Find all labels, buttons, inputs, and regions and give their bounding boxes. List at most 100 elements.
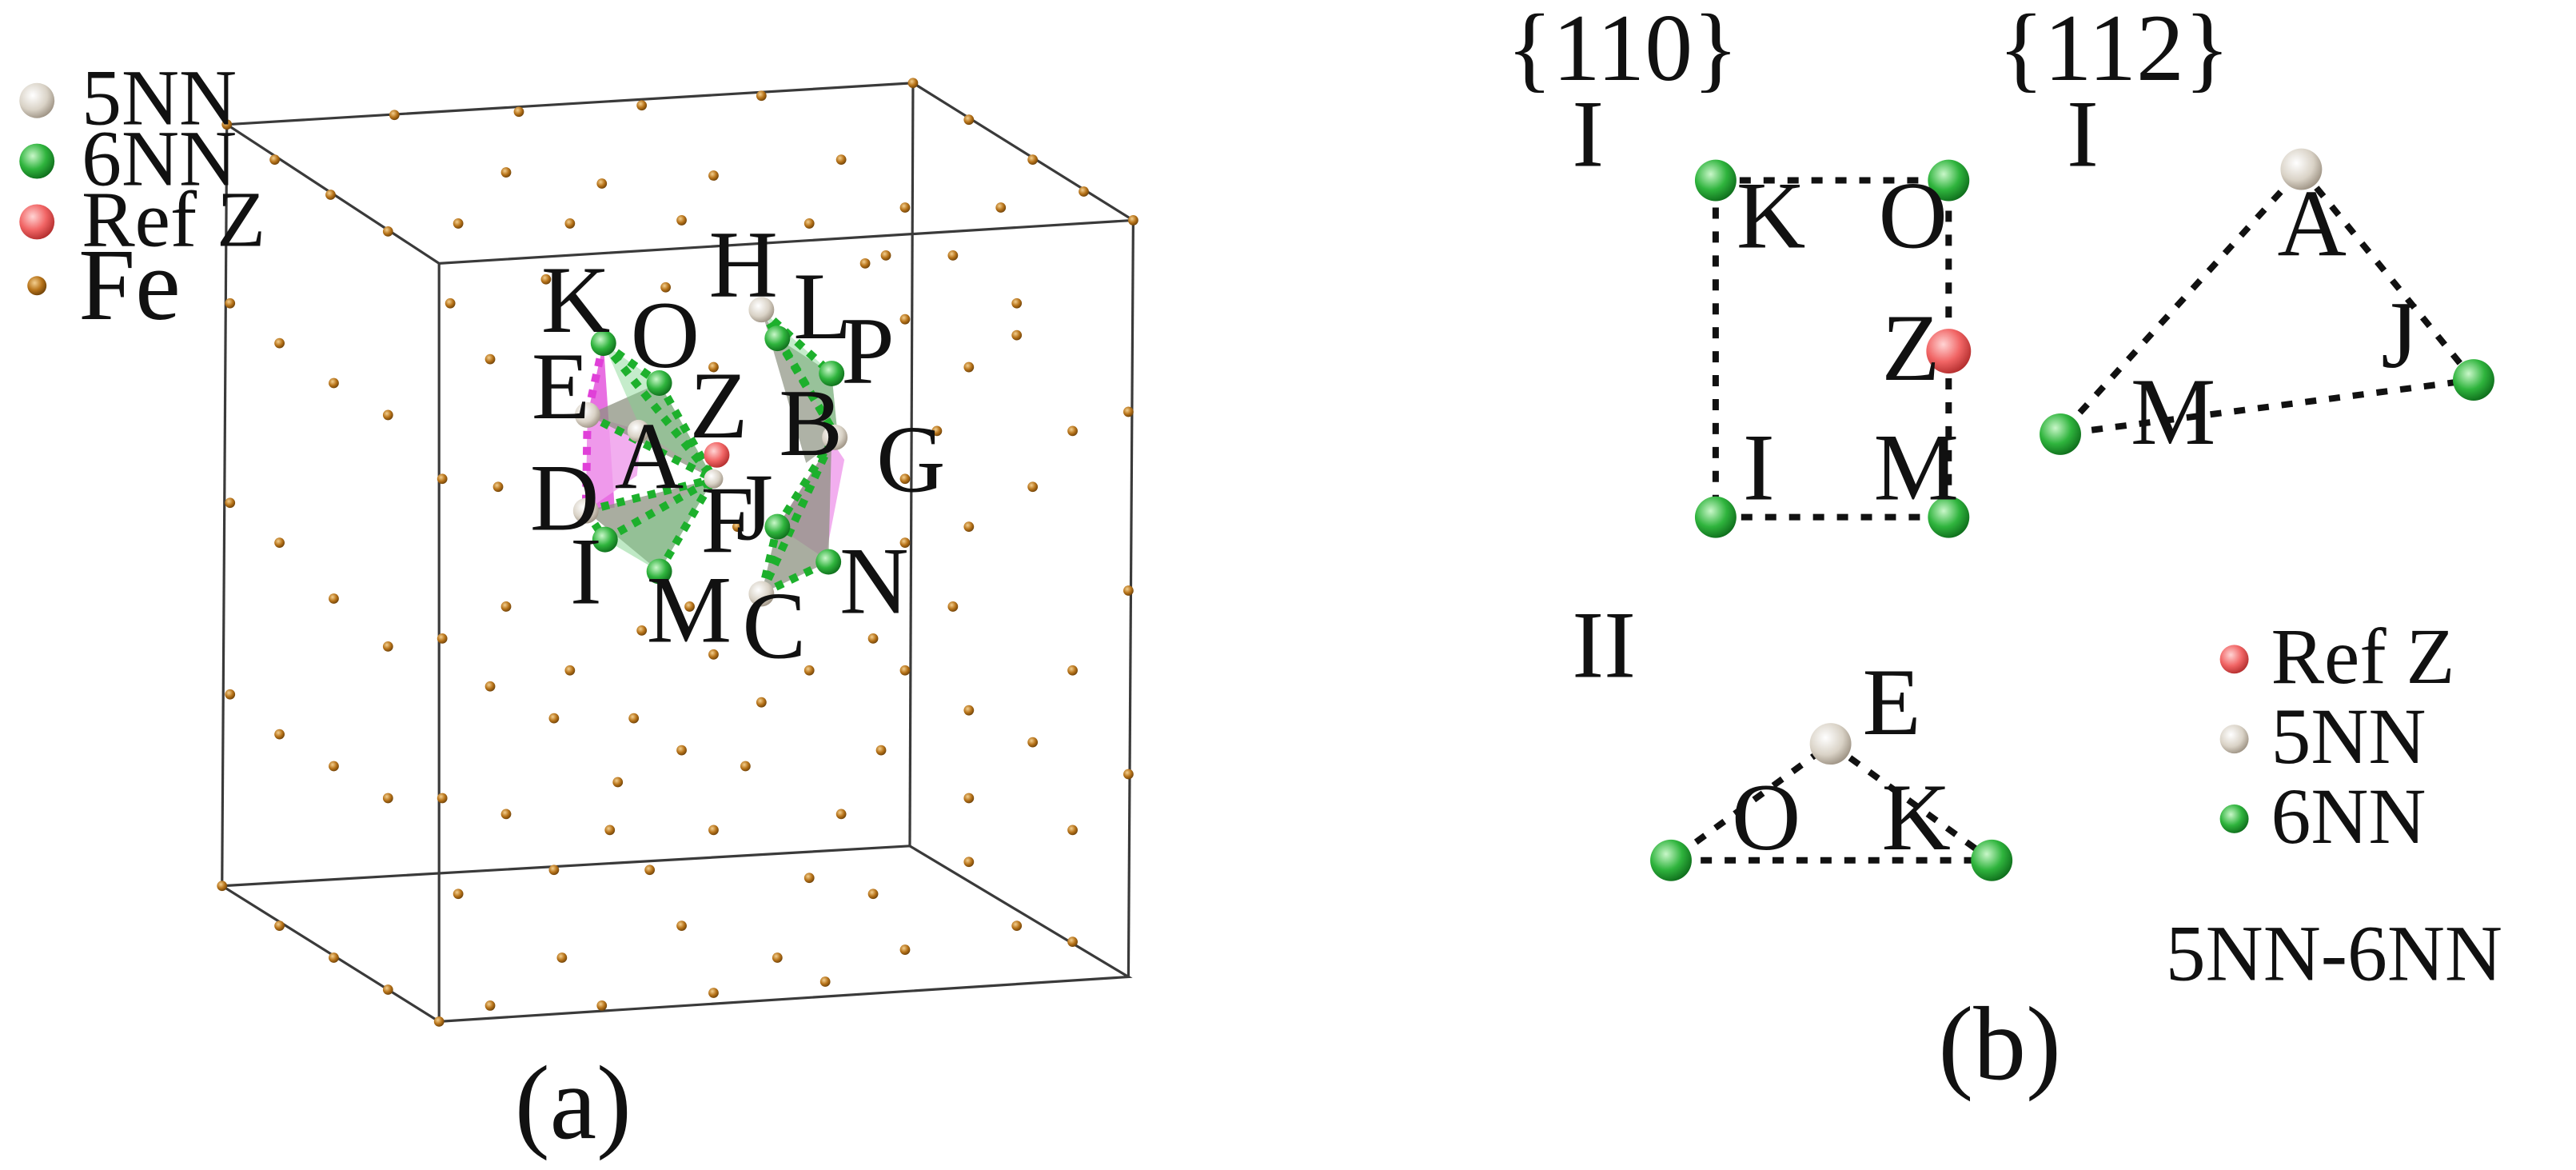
fe-atom [548, 713, 560, 724]
fe-atom [225, 689, 236, 700]
pink-face [585, 414, 642, 511]
label-f: F [701, 467, 755, 573]
atom-o [1650, 839, 1692, 881]
fe-atom [564, 665, 576, 676]
fe-atom [274, 729, 285, 740]
label-j: J [2381, 282, 2418, 388]
fe-atom [880, 250, 891, 261]
heading-110: {110} [1506, 0, 1738, 101]
fe-atom [1027, 154, 1039, 165]
fe-atom [1011, 329, 1023, 341]
atom-n [815, 549, 842, 575]
fe-atom [1011, 297, 1023, 309]
fe-atom [684, 601, 695, 612]
square-110-group-i: K O Z I M [1694, 159, 1972, 538]
fe-atom [1067, 665, 1078, 676]
label-d: D [530, 445, 599, 551]
legend-5nn-label: 5NN [82, 54, 237, 142]
label-m: M [647, 556, 732, 662]
label-h: H [708, 211, 777, 317]
fe-atom [1123, 769, 1134, 780]
fe-atom [756, 697, 767, 708]
fe-atom [1027, 737, 1039, 748]
fe-atom [269, 154, 280, 165]
atom-j [2453, 359, 2494, 401]
fe-atom [221, 119, 233, 130]
fe-atom [660, 282, 671, 293]
fe-atom [804, 218, 815, 229]
label-j: J [736, 454, 773, 561]
fe-atom [1011, 920, 1023, 932]
label-b: B [779, 369, 843, 476]
caption-a: (a) [515, 1045, 632, 1161]
fe-atom [1067, 825, 1078, 836]
label-n: N [839, 527, 908, 633]
grey-face [587, 383, 714, 479]
fe-atom [564, 218, 576, 229]
atom-m [646, 558, 672, 585]
fe-atom [819, 976, 831, 987]
atom-e [1809, 723, 1852, 765]
fe-atom [804, 873, 815, 884]
fe-atom [1123, 585, 1134, 596]
label-o: O [631, 282, 700, 388]
label-c: C [742, 572, 806, 678]
fe-atom [995, 202, 1007, 213]
triangle-group-ii: E O K [1650, 649, 2013, 881]
fe-atom [963, 114, 975, 126]
fe-atom [708, 170, 719, 181]
fe-atom [382, 409, 393, 421]
fe-atom [217, 880, 228, 892]
fe-atom [963, 793, 975, 804]
legend-ref-z-label: Ref Z [82, 174, 265, 263]
atom-a [627, 419, 650, 442]
fe-atom [445, 297, 456, 309]
fe-atom [804, 665, 815, 676]
fe-atom [899, 313, 911, 325]
atom-i [592, 526, 618, 553]
label-e: E [532, 333, 590, 439]
fe-atom [382, 641, 393, 652]
fe-atom [907, 78, 919, 89]
fe-atom [1067, 425, 1078, 437]
fe-atom [437, 473, 448, 485]
fe-atom [382, 984, 393, 995]
fe-atom [867, 888, 879, 900]
atom-ref-z [1926, 329, 1972, 374]
fe-atom [500, 809, 512, 820]
fe-atom [1027, 481, 1039, 493]
label-a: A [2277, 170, 2346, 276]
cluster-2-polyhedra [757, 306, 845, 597]
fe-atom [274, 537, 285, 548]
legend-fe-label: Fe [78, 228, 181, 341]
fe-atom [612, 777, 624, 788]
fe-atom [329, 952, 339, 963]
fe-atom [628, 713, 640, 724]
fe-atom [484, 1000, 496, 1011]
atom-c [748, 581, 775, 607]
fe-atom [899, 665, 911, 676]
triangle-112-group-i: A M J [2040, 148, 2494, 465]
fe-atom [963, 361, 975, 373]
caption-b: (b) [1938, 986, 2061, 1102]
fe-atom [756, 90, 767, 102]
atom-o [646, 370, 672, 396]
fe-atom [899, 202, 911, 213]
heading-112: {112} [1998, 0, 2230, 101]
fe-atom [382, 793, 393, 804]
legend-5nn-marker [2219, 725, 2249, 754]
atom-labels: K O E Z A D F I M H L P B G J N C [530, 211, 946, 678]
fe-atom [1128, 215, 1138, 226]
fe-atom [676, 215, 687, 226]
fe-atom [963, 857, 975, 868]
label-l: L [793, 253, 851, 359]
label-z: Z [690, 352, 748, 458]
label-g: G [876, 406, 945, 513]
fe-atom [513, 106, 524, 118]
legend-5nn-marker [19, 82, 55, 118]
fe-atom [548, 865, 560, 876]
atom-f [704, 469, 724, 489]
cluster-1-polyhedra [581, 340, 717, 574]
label-k: K [1881, 764, 1950, 870]
cluster-atoms [572, 297, 848, 607]
